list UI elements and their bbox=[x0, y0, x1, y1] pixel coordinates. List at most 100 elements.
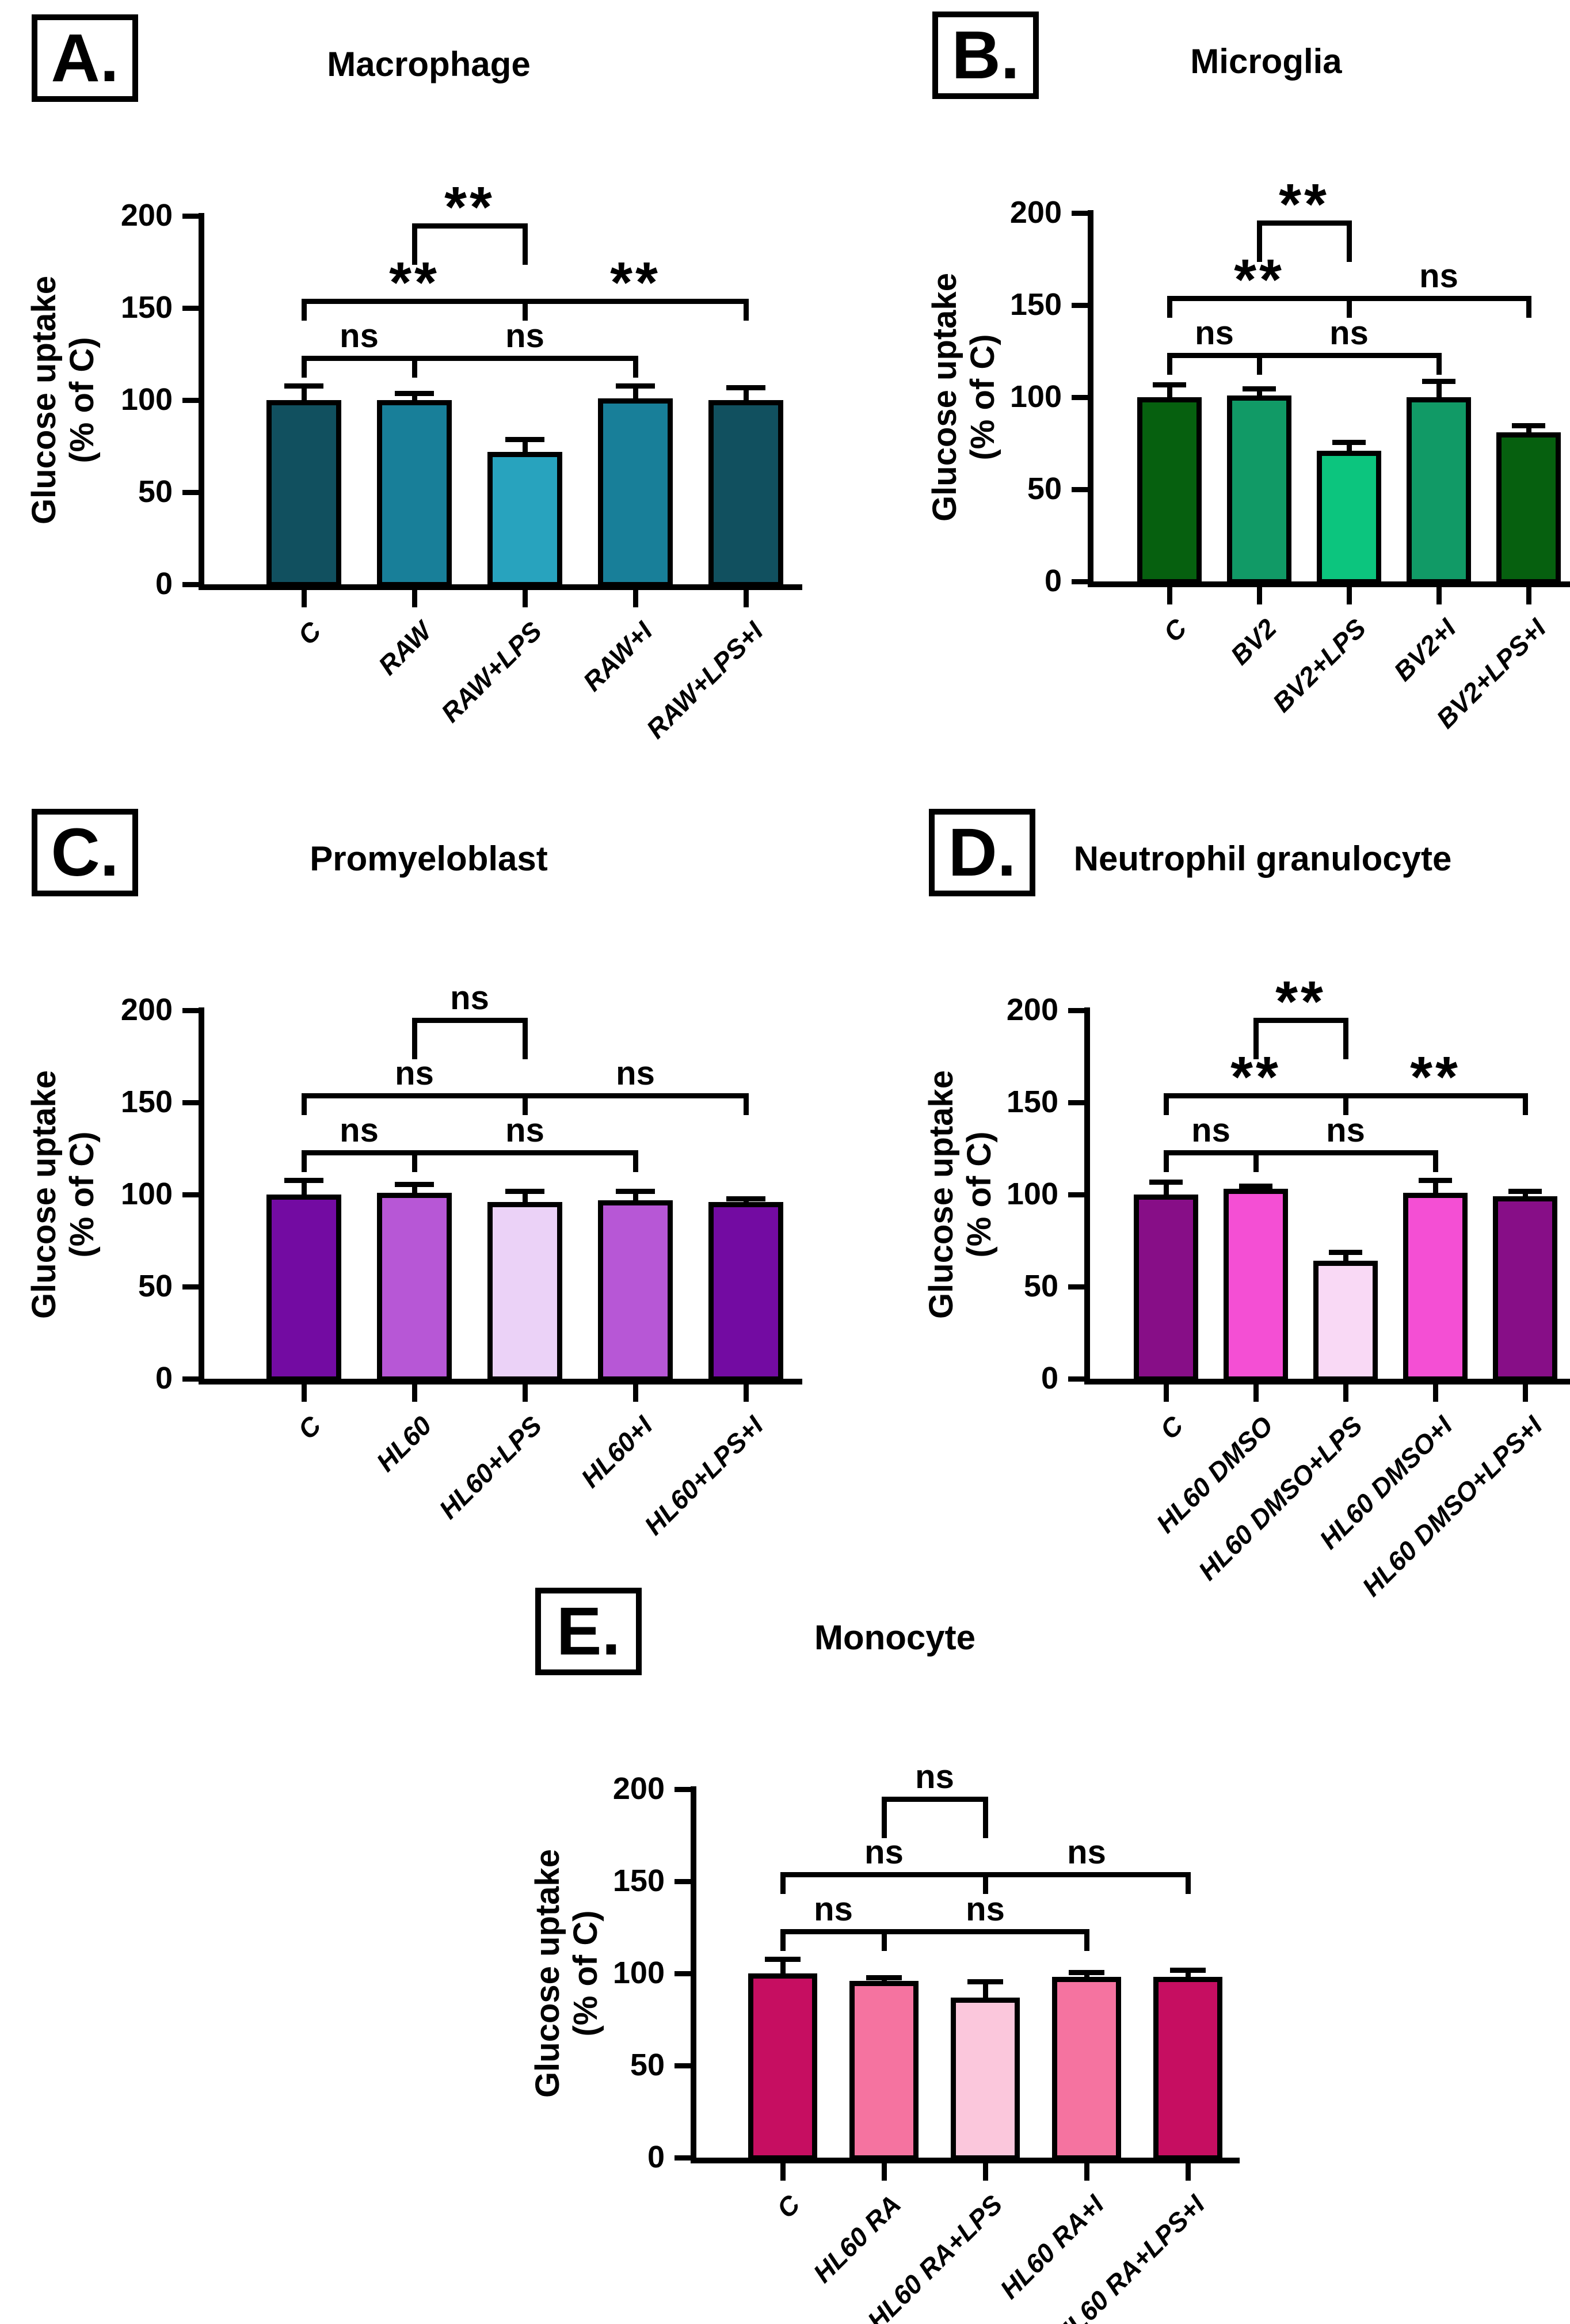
bar bbox=[1153, 1977, 1222, 2161]
y-axis-title-line: Glucose uptake bbox=[25, 1070, 63, 1319]
bar bbox=[1052, 1977, 1121, 2161]
y-tick bbox=[182, 1008, 204, 1013]
sig-bracket-line bbox=[1257, 220, 1352, 226]
x-tick bbox=[1084, 2163, 1089, 2181]
y-tick-label: 200 bbox=[612, 1771, 665, 1806]
sig-bracket-leg bbox=[302, 1150, 307, 1173]
y-tick-label: 50 bbox=[630, 2048, 665, 2082]
y-tick bbox=[182, 1100, 204, 1105]
sig-bracket-leg bbox=[1167, 296, 1172, 318]
x-category-label: C bbox=[292, 615, 327, 651]
sig-label-ns: ns bbox=[1067, 1834, 1106, 1871]
bar bbox=[377, 1192, 452, 1382]
y-tick bbox=[1072, 579, 1093, 584]
sig-bracket-leg bbox=[744, 1093, 749, 1115]
sig-label-stars: ** bbox=[1279, 172, 1329, 237]
error-bar-cap bbox=[395, 1181, 434, 1187]
x-label-anchor: HL60 RA bbox=[807, 2189, 906, 2288]
bar bbox=[598, 398, 673, 587]
x-tick bbox=[523, 1384, 528, 1402]
x-tick bbox=[1526, 587, 1531, 604]
sig-bracket-tick bbox=[1253, 1150, 1259, 1173]
error-bar-cap bbox=[616, 1189, 655, 1195]
error-bar-cap bbox=[1422, 379, 1455, 384]
x-label-anchor: C bbox=[1154, 1410, 1188, 1445]
y-tick-label: 50 bbox=[138, 1269, 173, 1303]
sig-label-ns: ns bbox=[505, 317, 544, 355]
x-label-anchor: BV2 bbox=[1224, 613, 1282, 671]
x-label-anchor: HL60 DMSO bbox=[1150, 1410, 1279, 1539]
x-label-anchor: BV2+I bbox=[1388, 613, 1461, 687]
sig-bracket-leg bbox=[780, 1929, 786, 1952]
x-category-label: C bbox=[292, 1410, 327, 1445]
y-tick bbox=[675, 2063, 696, 2068]
x-category-label: BV2+LPS bbox=[1267, 613, 1372, 718]
x-label-anchor: HL60+I bbox=[575, 1410, 658, 1493]
x-tick bbox=[1347, 587, 1352, 604]
x-label-anchor: RAW bbox=[372, 615, 437, 681]
x-label-anchor: C bbox=[292, 615, 326, 651]
y-tick bbox=[182, 1192, 204, 1197]
y-tick bbox=[675, 1879, 696, 1884]
sig-bracket-leg bbox=[1164, 1150, 1169, 1173]
sig-label-ns: ns bbox=[1191, 1112, 1230, 1150]
x-category-label: RAW+I bbox=[577, 615, 658, 697]
error-bar-line bbox=[633, 383, 638, 406]
error-bar-cap bbox=[967, 1979, 1003, 1984]
error-bar-cap bbox=[1332, 439, 1366, 445]
error-bar-line bbox=[412, 391, 417, 408]
y-axis-title-line: (% of C) bbox=[63, 1131, 101, 1258]
sig-bracket-leg bbox=[523, 223, 528, 265]
sig-bracket-leg bbox=[1084, 1929, 1089, 1952]
y-tick bbox=[675, 1787, 696, 1792]
y-axis-title-line: (% of C) bbox=[567, 1910, 604, 2037]
y-tick bbox=[1072, 487, 1093, 492]
sig-label-ns: ns bbox=[340, 317, 379, 355]
y-tick-label: 100 bbox=[1009, 379, 1062, 414]
y-tick-label: 200 bbox=[120, 992, 173, 1027]
y-tick bbox=[182, 490, 204, 495]
x-tick bbox=[1433, 1384, 1438, 1402]
sig-bracket-leg bbox=[633, 356, 638, 378]
x-tick bbox=[1523, 1384, 1528, 1402]
x-label-anchor: HL60 DMSO+I bbox=[1314, 1410, 1458, 1555]
x-tick bbox=[412, 590, 417, 607]
panel-title: Macrophage bbox=[327, 45, 531, 83]
sig-label-stars: ** bbox=[1410, 1045, 1461, 1109]
error-bar-line bbox=[633, 1189, 638, 1208]
x-label-anchor: C bbox=[771, 2189, 805, 2224]
error-bar-line bbox=[1164, 1180, 1169, 1203]
x-tick bbox=[302, 590, 307, 607]
y-tick bbox=[675, 1971, 696, 1976]
sig-bracket-leg bbox=[302, 356, 307, 378]
x-tick bbox=[1253, 1384, 1259, 1402]
bar bbox=[1407, 397, 1471, 584]
x-category-label: C bbox=[1154, 1410, 1189, 1445]
error-bar-line bbox=[302, 1178, 307, 1203]
sig-bracket-tick bbox=[523, 299, 528, 321]
x-category-label: RAW bbox=[372, 615, 437, 681]
bar bbox=[1317, 450, 1381, 584]
bar bbox=[951, 1997, 1020, 2161]
y-tick-label: 150 bbox=[612, 1863, 665, 1898]
y-tick-label: 150 bbox=[120, 1085, 173, 1119]
error-bar-cap bbox=[616, 383, 655, 389]
error-bar-line bbox=[744, 385, 749, 408]
sig-label-stars: ** bbox=[610, 250, 661, 315]
y-tick-label: 50 bbox=[1023, 1269, 1058, 1303]
sig-bracket-tick bbox=[983, 1872, 988, 1894]
error-bar-line bbox=[983, 1979, 988, 2006]
x-label-anchor: HL60 DMSO+LPS bbox=[1192, 1410, 1368, 1586]
y-tick-label: 150 bbox=[1006, 1085, 1058, 1119]
error-bar-line bbox=[412, 1181, 417, 1201]
y-tick bbox=[1068, 1008, 1090, 1013]
x-tick bbox=[983, 2163, 988, 2181]
sig-bracket-tick bbox=[1343, 1093, 1348, 1115]
sig-bracket-line bbox=[882, 1796, 988, 1802]
y-axis-title-line: (% of C) bbox=[63, 337, 101, 463]
bar bbox=[1137, 397, 1202, 584]
y-axis-title-line: (% of C) bbox=[964, 334, 1001, 461]
